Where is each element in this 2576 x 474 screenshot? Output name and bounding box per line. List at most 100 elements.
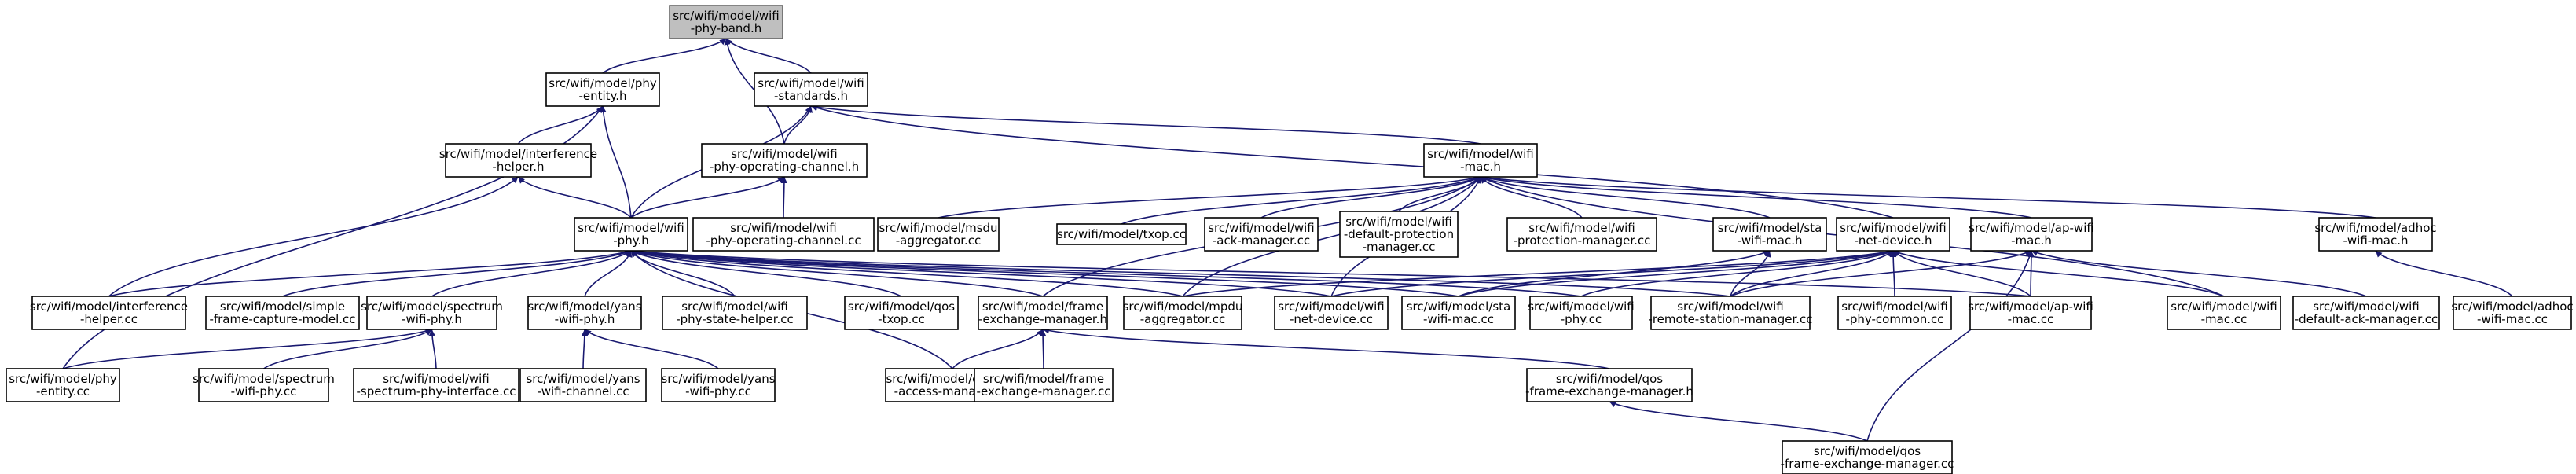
edge-line — [1890, 250, 1897, 297]
node-yans-wifi-channel-cc[interactable]: src/wifi/model/yans-wifi-channel.cc — [519, 368, 647, 402]
node-box — [1529, 296, 1633, 330]
node-label-line: -wifi-mac.cc — [2477, 312, 2548, 326]
node-box — [662, 296, 808, 330]
edge-line — [2031, 250, 2367, 297]
node-sta-wifi-mac-cc[interactable]: src/wifi/model/sta-wifi-mac.cc — [1401, 296, 1516, 330]
node-wifi-phy-operating-channel-h[interactable]: src/wifi/model/wifi-phy-operating-channe… — [701, 143, 868, 178]
node-wifi-phy-cc[interactable]: src/wifi/model/wifi-phy.cc — [1528, 296, 1635, 330]
node-wifi-phy-h[interactable]: src/wifi/model/wifi-phy.h — [574, 217, 688, 252]
edge-qos_frame_exchange_manager_cc-to-ap_wifi_mac_h — [1866, 250, 2033, 442]
node-wifi-protection-manager-cc[interactable]: src/wifi/model/wifi-protection-manager.c… — [1506, 217, 1657, 252]
node-wifi-remote-station-manager-cc[interactable]: src/wifi/model/wifi-remote-station-manag… — [1648, 296, 1813, 330]
node-label-line: src/wifi/model/sta — [1718, 221, 1822, 235]
node-ap-wifi-mac-cc[interactable]: src/wifi/model/ap-wifi-mac.cc — [1968, 296, 2093, 330]
node-wifi-ack-manager-cc[interactable]: src/wifi/model/wifi-ack-manager.cc — [1204, 217, 1319, 252]
node-label-line: src/wifi/model/txop.cc — [1057, 227, 1186, 241]
node-label-line: -wifi-phy.h — [402, 312, 462, 326]
edge-phy_entity_cc-to-spectrum_wifi_phy_h — [62, 328, 432, 369]
node-label-line: src/wifi/model/frame — [982, 299, 1103, 314]
node-box — [353, 368, 519, 402]
node-phy-entity-h[interactable]: src/wifi/model/phy-entity.h — [545, 72, 660, 107]
node-label-line: -helper.h — [492, 160, 544, 174]
edge-line — [630, 176, 785, 219]
node-yans-wifi-phy-cc[interactable]: src/wifi/model/yans-wifi-phy.cc — [661, 368, 776, 402]
node-ap-wifi-mac-h[interactable]: src/wifi/model/ap-wifi-mac.h — [1969, 217, 2094, 252]
node-label-line: src/wifi/model/frame — [983, 372, 1104, 386]
node-spectrum-wifi-phy-h[interactable]: src/wifi/model/spectrum-wifi-phy.h — [361, 296, 503, 330]
node-adhoc-wifi-mac-cc[interactable]: src/wifi/model/adhoc-wifi-mac.cc — [2451, 296, 2574, 330]
node-label-line: src/wifi/model/ap-wifi — [1968, 299, 2093, 314]
node-label-line: -wifi-mac.cc — [1423, 312, 1494, 326]
edge-sta_wifi_mac_h-to-wifi_mac_h — [1480, 176, 1771, 219]
node-label-line: -phy.cc — [1561, 312, 1602, 326]
edge-interference_helper_cc-to-interference_helper_h — [108, 176, 519, 297]
node-wifi-phy-operating-channel-cc[interactable]: src/wifi/model/wifi-phy-operating-channe… — [692, 217, 875, 252]
node-spectrum-wifi-phy-cc[interactable]: src/wifi/model/spectrum-wifi-phy.cc — [193, 368, 335, 402]
node-frame-exchange-manager-h[interactable]: src/wifi/model/frame-exchange-manager.h — [978, 296, 1108, 330]
edge-frame_exchange_manager_h-to-wifi_phy_h — [630, 249, 1044, 297]
node-label-line: -phy.h — [613, 233, 648, 248]
node-box — [844, 296, 959, 330]
node-wifi-net-device-h[interactable]: src/wifi/model/wifi-net-device.h — [1836, 217, 1950, 252]
node-adhoc-wifi-mac-h[interactable]: src/wifi/model/adhoc-wifi-mac.h — [2314, 217, 2437, 252]
edge-line — [630, 248, 1459, 297]
node-qos-txop-cc[interactable]: src/wifi/model/qos-txop.cc — [844, 296, 959, 330]
node-label-line: -mac.cc — [2201, 312, 2248, 326]
node-label-line: -net-device.h — [1855, 233, 1932, 248]
edge-channel_access_manager_cc-to-frame_exchange_manager_h — [952, 329, 1044, 369]
edge-line — [62, 328, 432, 369]
node-label-line: src/wifi/model/wifi — [1528, 221, 1635, 235]
edge-qos_txop_cc-to-wifi_phy_h — [630, 250, 902, 297]
node-label-line: -phy-band.h — [691, 21, 761, 35]
node-box — [205, 296, 360, 330]
node-label-line: src/wifi/model/wifi — [673, 9, 780, 23]
node-wifi-phy-common-cc[interactable]: src/wifi/model/wifi-phy-common.cc — [1837, 296, 1952, 330]
node-box — [754, 72, 868, 107]
node-wifi-standards-h[interactable]: src/wifi/model/wifi-standards.h — [754, 72, 868, 107]
node-wifi-default-ack-manager-cc[interactable]: src/wifi/model/wifi-default-ack-manager.… — [2292, 296, 2440, 330]
node-label-line: -default-protection — [1344, 227, 1454, 241]
node-simple-frame-capture-model-cc[interactable]: src/wifi/model/simple-frame-capture-mode… — [205, 296, 360, 330]
node-mpdu-aggregator-cc[interactable]: src/wifi/model/mpdu-aggregator.cc — [1123, 296, 1243, 330]
node-label-line: -mac.h — [1460, 160, 1501, 174]
node-phy-entity-cc[interactable]: src/wifi/model/phy-entity.cc — [6, 368, 120, 402]
node-yans-wifi-phy-h[interactable]: src/wifi/model/yans-wifi-phy.h — [527, 296, 642, 330]
edge-line — [1480, 176, 1771, 219]
node-box — [31, 296, 186, 330]
node-wifi-spectrum-phy-interface-cc[interactable]: src/wifi/model/wifi-spectrum-phy-interfa… — [353, 368, 519, 402]
node-wifi-mac-h[interactable]: src/wifi/model/wifi-mac.h — [1423, 143, 1538, 178]
edge-line — [810, 105, 1894, 219]
node-box — [1423, 143, 1538, 178]
node-label-line: -phy-operating-channel.h — [710, 160, 859, 174]
edge-line — [1730, 250, 2032, 297]
edge-mpdu_aggregator_cc-to-wifi_net_device_h — [1182, 248, 1894, 297]
node-label-line: src/wifi/model/wifi — [1841, 299, 1948, 314]
edge-line — [1480, 176, 1583, 219]
node-sta-wifi-mac-h[interactable]: src/wifi/model/sta-wifi-mac.h — [1712, 217, 1827, 252]
node-wifi-net-device-cc[interactable]: src/wifi/model/wifi-net-device.cc — [1274, 296, 1389, 330]
edge-ap_wifi_mac_h-to-wifi_mac_h — [1480, 175, 2032, 219]
node-wifi-phy-state-helper-cc[interactable]: src/wifi/model/wifi-phy-state-helper.cc — [662, 296, 808, 330]
node-msdu-aggregator-cc[interactable]: src/wifi/model/msdu-aggregator.cc — [877, 217, 1000, 252]
node-label-line: -frame-exchange-manager.h — [1525, 384, 1693, 399]
node-wifi-mac-cc[interactable]: src/wifi/model/wifi-mac.cc — [2167, 296, 2281, 330]
node-label-line: src/wifi/model/mpdu — [1123, 299, 1243, 314]
edge-msdu_aggregator_cc-to-wifi_mac_h — [938, 175, 1481, 219]
node-label-line: -protection-manager.cc — [1514, 233, 1651, 248]
node-label-line: -remote-station-manager.cc — [1648, 312, 1812, 326]
node-frame-exchange-manager-cc[interactable]: src/wifi/model/frame-exchange-manager.cc — [974, 368, 1114, 402]
edge-line — [431, 250, 632, 297]
node-qos-frame-exchange-manager-cc[interactable]: src/wifi/model/qos-frame-exchange-manage… — [1781, 440, 1954, 474]
node-label-line: src/wifi/model/wifi — [578, 221, 684, 235]
edge-wifi_standards_h-to-wifi_phy_band_h — [725, 38, 812, 74]
node-qos-frame-exchange-manager-h[interactable]: src/wifi/model/qos-frame-exchange-manage… — [1525, 368, 1693, 402]
node-wifi-default-protection-manager-cc[interactable]: src/wifi/model/wifi-default-protection-m… — [1339, 211, 1459, 258]
node-label-line: -net-device.cc — [1290, 312, 1373, 326]
edge-line — [1330, 248, 1894, 297]
node-interference-helper-cc[interactable]: src/wifi/model/interference-helper.cc — [30, 296, 188, 330]
edge-yans_wifi_channel_cc-to-yans_wifi_phy_h — [581, 329, 588, 369]
node-interference-helper-h[interactable]: src/wifi/model/interference-helper.h — [439, 143, 597, 178]
edge-line — [952, 329, 1044, 369]
node-label-line: -ack-manager.cc — [1213, 233, 1310, 248]
node-txop-cc[interactable]: src/wifi/model/txop.cc — [1056, 223, 1187, 245]
